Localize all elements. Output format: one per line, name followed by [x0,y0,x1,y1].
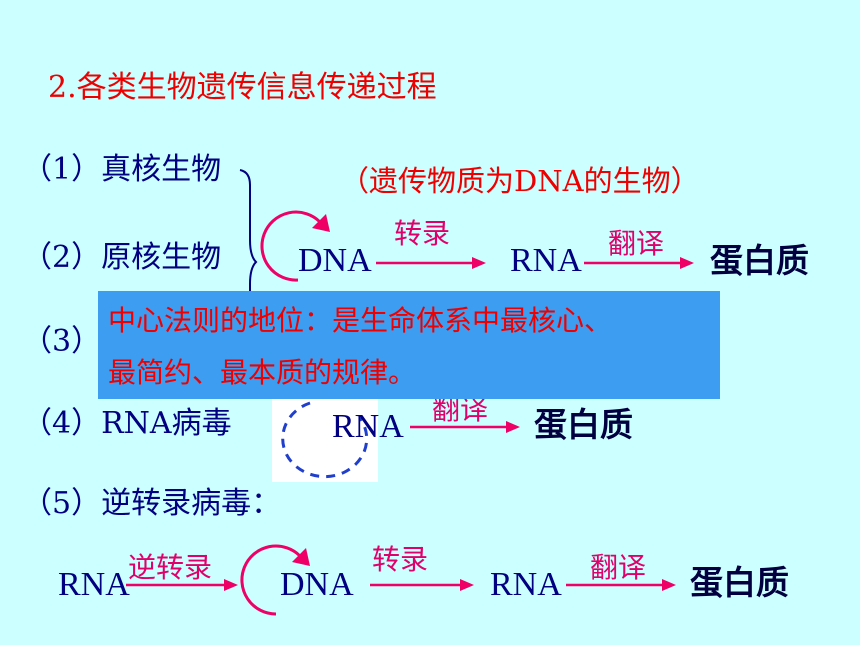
retro-dna-replication-loop [240,544,302,616]
rna-virus-rna-label: RNA [332,408,404,445]
organism-prokaryote: （2）原核生物 [22,240,222,275]
retro-reverse-transcription-label: 逆转录 [128,551,213,584]
rna-replication-box [272,396,378,482]
dna-organism-note: （遗传物质为DNA的生物） [340,164,700,198]
retro-transcription-label: 转录 [372,543,429,576]
retro-protein-label: 蛋白质 [690,563,789,602]
cell-protein-label: 蛋白质 [710,241,809,280]
central-dogma-popup: 中心法则的地位：是生命体系中最核心、 最简约、最本质的规律。 [98,291,720,399]
popup-line-1: 中心法则的地位：是生命体系中最核心、 [108,304,613,337]
cell-rna-label: RNA [510,242,582,279]
cell-translation-label: 翻译 [608,227,665,260]
rna-virus-protein-label: 蛋白质 [534,405,633,444]
cell-transcription-label: 转录 [394,217,451,250]
retro-translation-label: 翻译 [590,551,647,584]
organism-eukaryote: （1）真核生物 [22,152,222,187]
retro-rna-label: RNA [58,566,130,603]
page-title: 2.各类生物遗传信息传递过程 [48,70,437,105]
cell-dna-label: DNA [298,242,372,279]
retro-dna-label: DNA [280,566,354,603]
popup-line-2: 最简约、最本质的规律。 [108,356,417,389]
organism-retrovirus: （5）逆转录病毒： [22,486,282,521]
grouping-brace [239,169,258,300]
rna-replication-loop [281,401,369,479]
organism-rna-virus: （4）RNA病毒 [22,406,232,441]
loop-arrowhead [312,214,330,232]
retro-rna2-label: RNA [490,566,562,603]
dna-replication-loop [260,210,322,282]
